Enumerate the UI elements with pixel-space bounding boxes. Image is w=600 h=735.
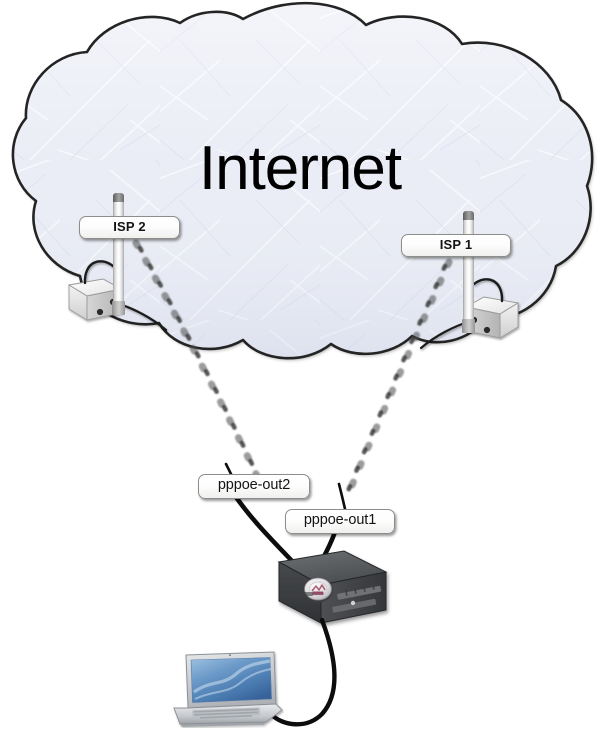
- cable-pppoe-out2: [233, 494, 295, 564]
- label-isp-2[interactable]: ISP 2: [79, 216, 180, 239]
- cable-pppoe-out1-stub: [337, 482, 347, 511]
- antenna-cap-icon: [113, 193, 124, 204]
- label-isp-2-text: ISP 2: [113, 219, 146, 234]
- wireless-beam-isp2: [132, 239, 262, 482]
- wireless-beam-isp1: [345, 258, 453, 494]
- laptop-device: [166, 650, 284, 728]
- label-pppoe-out2[interactable]: pppoe-out2: [198, 474, 310, 499]
- antenna-cap-icon: [463, 211, 474, 222]
- antenna-isp2: [112, 193, 125, 315]
- label-pppoe-out2-text: pppoe-out2: [217, 477, 291, 493]
- antenna-rod: [463, 220, 474, 333]
- internet-title: Internet: [198, 134, 402, 203]
- label-pppoe-out1[interactable]: pppoe-out1: [285, 509, 395, 534]
- internet-cloud-outline: [11, 1, 594, 360]
- access-point-isp2: [67, 260, 168, 332]
- access-point-isp1: [419, 278, 520, 350]
- antenna-base: [462, 319, 475, 333]
- label-pppoe-out1-text: pppoe-out1: [303, 512, 377, 528]
- cable-router-to-laptop: [269, 617, 337, 727]
- antenna-rod: [113, 202, 124, 315]
- laptop-svg: [173, 651, 283, 727]
- antenna-isp1: [462, 211, 475, 333]
- antenna-base: [112, 301, 125, 315]
- label-isp-1[interactable]: ISP 1: [401, 234, 511, 257]
- label-isp-1-text: ISP 1: [439, 237, 473, 252]
- router-device: [277, 550, 388, 624]
